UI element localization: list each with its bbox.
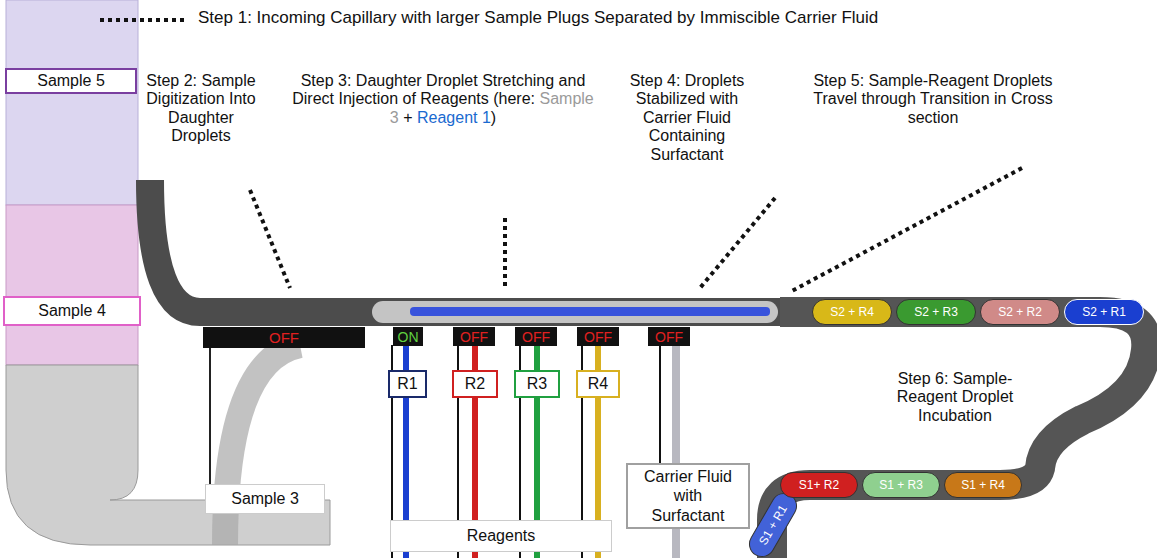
daughter-droplet — [372, 301, 778, 323]
label-text: Reagent 1 — [417, 109, 491, 126]
label-text: Step 4: Droplets Stabilized with Carrier… — [630, 72, 745, 163]
valve-state: OFF — [648, 327, 690, 346]
leader-line — [100, 18, 188, 22]
label-box: Sample 4 — [3, 296, 141, 326]
node-text: OFF — [584, 329, 612, 345]
sample-reagent-droplet: S2 + R4 — [812, 299, 892, 325]
sample-plug — [6, 205, 138, 365]
node-text: ON — [398, 329, 419, 345]
sample-reagent-droplet: S2 + R3 — [896, 299, 976, 325]
leader-line — [790, 168, 1022, 292]
node-text: S2 + R2 — [998, 305, 1042, 319]
label-box: R3 — [514, 370, 560, 398]
valve-state: OFF — [515, 327, 557, 346]
label-text: ) — [491, 109, 496, 126]
reagent-streak — [410, 307, 770, 316]
label-text: Step 1: Incoming Capillary with larger S… — [198, 8, 878, 27]
leader-line — [503, 218, 507, 286]
node-text: S2 + R3 — [914, 305, 958, 319]
label-text: Step 2: Sample Digitization Into Daughte… — [146, 72, 255, 144]
node-text: R2 — [465, 375, 485, 393]
carrier-line — [659, 345, 661, 465]
node-text: S2 + R4 — [830, 305, 874, 319]
node-text: S1 + R4 — [961, 478, 1005, 492]
label-box: R2 — [452, 370, 498, 398]
label-box: Carrier Fluid with Surfactant — [626, 463, 750, 529]
sample-plug — [225, 345, 300, 545]
node-text: Carrier Fluid with Surfactant — [636, 467, 740, 525]
sample-plug — [6, 0, 138, 205]
incubation-channel — [772, 312, 1146, 558]
microchannel — [150, 180, 785, 312]
valve-state: OFF — [203, 327, 365, 348]
label-box: R1 — [388, 370, 427, 398]
node-text: S1 + R3 — [879, 478, 923, 492]
step-caption: Step 4: Droplets Stabilized with Carrier… — [612, 72, 762, 164]
sample-reagent-droplet: S2 + R1 — [1064, 299, 1144, 325]
valve-state: OFF — [453, 327, 495, 346]
leader-line — [250, 190, 290, 288]
sample-reagent-droplet: S1 + R3 — [862, 472, 940, 498]
sample-reagent-droplet: S1 + R1 — [744, 488, 802, 558]
label-text: + — [403, 109, 412, 126]
step-caption: Step 2: Sample Digitization Into Daughte… — [140, 72, 262, 146]
node-text: Reagents — [467, 527, 536, 545]
step-caption: Step 6: Sample-Reagent Droplet Incubatio… — [880, 370, 1030, 425]
node-text: R4 — [588, 375, 608, 393]
node-text: Sample 4 — [38, 302, 106, 320]
node-text: OFF — [269, 329, 299, 346]
node-text: OFF — [522, 329, 550, 345]
label-box: Reagents — [390, 520, 612, 552]
label-box: Sample 3 — [205, 484, 325, 514]
step-caption: Step 5: Sample-Reagent Droplets Travel t… — [808, 72, 1058, 127]
node-text: R3 — [527, 375, 547, 393]
label-text: Step 6: Sample-Reagent Droplet Incubatio… — [897, 370, 1014, 424]
node-text: OFF — [460, 329, 488, 345]
step-caption: Step 3: Daughter Droplet Stretching and … — [283, 72, 603, 127]
label-box: R4 — [576, 370, 620, 398]
node-text: S2 + R1 — [1082, 305, 1126, 319]
node-text: OFF — [655, 329, 683, 345]
label-text: Step 5: Sample-Reagent Droplets Travel t… — [813, 72, 1053, 126]
node-text: Sample 5 — [37, 72, 105, 90]
node-text: R1 — [397, 375, 417, 393]
leader-line — [700, 198, 775, 288]
node-text: Sample 3 — [231, 490, 299, 508]
valve-state: ON — [393, 327, 423, 346]
sample-reagent-droplet: S1 + R4 — [944, 472, 1022, 498]
sample-reagent-droplet: S1+ R2 — [780, 472, 858, 498]
node-text: S1+ R2 — [799, 478, 839, 492]
capillary-tube — [6, 365, 330, 545]
label-box: Sample 5 — [5, 68, 137, 94]
valve-state: OFF — [577, 327, 619, 346]
step-caption: Step 1: Incoming Capillary with larger S… — [198, 8, 1153, 28]
sample-reagent-droplet: S2 + R2 — [980, 299, 1060, 325]
injection-line — [209, 348, 211, 500]
